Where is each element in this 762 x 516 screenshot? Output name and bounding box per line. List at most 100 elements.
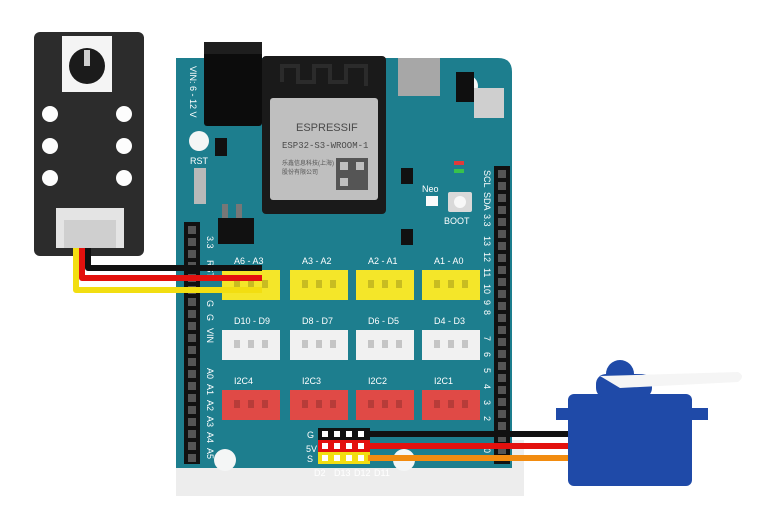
servo-pin: [334, 455, 340, 461]
port-pin: [234, 280, 240, 288]
smd-part: [401, 229, 413, 245]
header-pin: [498, 374, 506, 382]
left-pin-header: [184, 222, 200, 464]
header-pin: [188, 442, 196, 450]
port-pin: [262, 280, 268, 288]
header-pin: [498, 182, 506, 190]
potentiometer-cable: [73, 248, 262, 293]
port-pin: [248, 280, 254, 288]
header-pin: [188, 322, 196, 330]
regulator: [218, 218, 254, 244]
pin-label: A4: [205, 432, 215, 443]
header-pin: [498, 218, 506, 226]
i2c-port-label: I2C1: [434, 376, 453, 386]
header-pin: [498, 434, 506, 442]
header-pin: [498, 302, 506, 310]
servo-pin: [358, 455, 364, 461]
header-pin: [498, 446, 506, 454]
port-pin: [434, 400, 440, 408]
servo-pin-label: D12: [354, 468, 371, 478]
servo-motor: [556, 360, 742, 486]
servo-pin: [322, 431, 328, 437]
header-pin: [188, 418, 196, 426]
header-pin: [188, 334, 196, 342]
pin-label: 0: [482, 448, 492, 453]
digital-port: [222, 330, 280, 360]
port-pin: [330, 400, 336, 408]
port-pin: [248, 400, 254, 408]
header-pin: [498, 266, 506, 274]
chip-model: ESP32-S3-WROOM-1: [282, 141, 368, 151]
header-pin: [498, 290, 506, 298]
port-pin: [316, 400, 322, 408]
pin-label: 3.3: [205, 236, 215, 249]
header-pin: [498, 422, 506, 430]
antenna-trace: [280, 64, 368, 86]
i2c-port-label: I2C4: [234, 376, 253, 386]
boot-label: BOOT: [444, 216, 470, 226]
header-pin: [188, 238, 196, 246]
port-pin: [434, 340, 440, 348]
pin-label: A2: [205, 400, 215, 411]
port-pin: [396, 400, 402, 408]
header-pin: [498, 386, 506, 394]
servo-label-5v: 5V: [306, 444, 317, 454]
header-pin: [188, 310, 196, 318]
ic-chip: [456, 72, 474, 102]
potentiometer-module: [34, 32, 144, 256]
port-pin: [382, 340, 388, 348]
servo-pin: [346, 431, 352, 437]
pin-label: VIN: [205, 328, 215, 343]
servo-pin-label: D2: [314, 468, 326, 478]
analog-port-label: A6 - A3: [234, 256, 264, 266]
connector: [474, 88, 504, 118]
servo-pin: [334, 431, 340, 437]
port-pin: [368, 340, 374, 348]
header-pin: [498, 338, 506, 346]
pin-label: 11: [482, 268, 492, 277]
header-pin: [188, 358, 196, 366]
port-pin: [262, 340, 268, 348]
servo-cable: [368, 431, 572, 461]
servo-pin: [346, 443, 352, 449]
header-pin: [188, 370, 196, 378]
pin-label: 8: [482, 310, 492, 315]
pin-label: 12: [482, 252, 492, 262]
header-pin: [498, 242, 506, 250]
port-pin: [234, 340, 240, 348]
port-pin: [368, 400, 374, 408]
pin-label: 9: [482, 300, 492, 305]
neo-led: [426, 196, 438, 206]
header-pin: [498, 194, 506, 202]
vin-label: VIN: 6 - 12 V: [188, 66, 198, 118]
port-pin: [448, 280, 454, 288]
servo-pin-label: D13: [334, 468, 351, 478]
port-pin: [382, 280, 388, 288]
header-pin: [498, 362, 506, 370]
port-pin: [248, 340, 254, 348]
pin-label: 7: [482, 336, 492, 341]
smd-part: [215, 138, 227, 156]
port-pin: [462, 340, 468, 348]
servo-pin: [358, 443, 364, 449]
i2c-port: [222, 390, 280, 420]
servo-pin-label: D11: [374, 468, 390, 478]
port-pin: [462, 280, 468, 288]
header-pin: [188, 250, 196, 258]
servo-label-g: G: [307, 430, 314, 440]
neo-label: Neo: [422, 184, 439, 194]
pin-label: 3.3: [482, 214, 492, 227]
header-pin: [498, 314, 506, 322]
analog-port-label: A1 - A0: [434, 256, 464, 266]
rst-switch[interactable]: [194, 168, 206, 204]
i2c-port: [290, 390, 348, 420]
header-pin: [498, 254, 506, 262]
port-pin: [330, 280, 336, 288]
servo-horn: [600, 372, 742, 388]
pin-label: A3: [205, 416, 215, 427]
port-pin: [396, 280, 402, 288]
i2c-port-label: I2C3: [302, 376, 321, 386]
smd-part: [401, 168, 413, 184]
expansion-board: [176, 58, 512, 468]
